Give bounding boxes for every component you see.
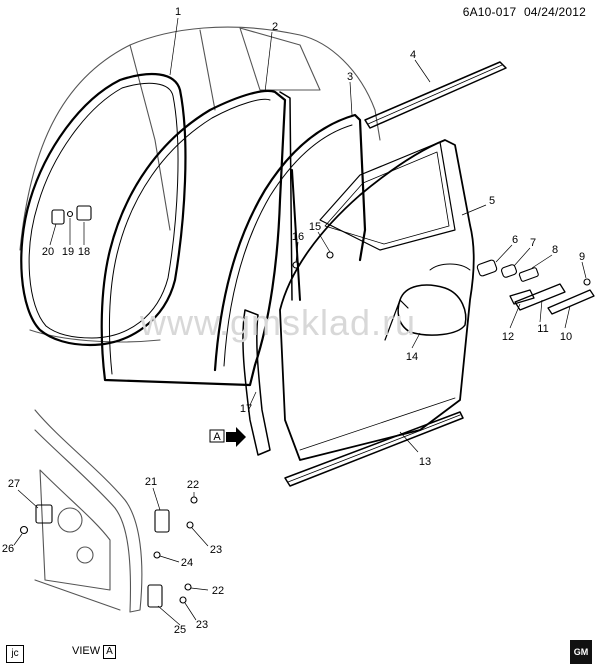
part-22-lower-bolt: [184, 583, 192, 591]
callout-21: 21: [145, 476, 157, 488]
part-9-screw: [583, 278, 591, 286]
gm-logo: GM: [570, 640, 592, 664]
footer-tag: jc: [6, 645, 24, 663]
view-label: VIEW: [72, 645, 101, 657]
view-ref-box: A: [103, 645, 116, 659]
callout-2: 2: [272, 21, 278, 33]
callout-25: 25: [174, 624, 186, 636]
callout-14: 14: [406, 351, 418, 363]
vehicle-body-outline: [19, 26, 381, 251]
callout-12: 12: [502, 331, 514, 343]
callout-9: 9: [579, 251, 585, 263]
callout-26: 26: [2, 543, 14, 555]
part-1-door-opening-seal: [20, 73, 187, 347]
part-15-fastener: [326, 251, 334, 259]
part-27-check-link: [35, 504, 53, 524]
callout-19: 19: [62, 246, 74, 258]
part-10-handle-trim: [547, 289, 595, 315]
part-24-fastener: [153, 551, 161, 559]
part-26-bolt: [19, 525, 29, 535]
part-12-handle-base: [509, 289, 535, 305]
part-19-bolt: [66, 210, 74, 218]
view-a-body-outline: [34, 409, 143, 613]
view-a-marker: A: [209, 427, 246, 447]
part-2-door-frame-seal: [100, 89, 287, 387]
callout-23b: 23: [196, 619, 208, 631]
callout-18: 18: [78, 246, 90, 258]
part-7-lock-cylinder: [501, 264, 517, 278]
part-6-handle-cap: [476, 259, 498, 277]
part-18-retainer: [76, 205, 92, 221]
callout-22a: 22: [187, 479, 199, 491]
part-20-striker: [51, 209, 65, 225]
callout-6: 6: [512, 234, 518, 246]
part-22-upper-bolt: [190, 496, 198, 504]
diagram-header: 6A10-017 04/24/2012: [459, 5, 586, 19]
callout-4: 4: [410, 49, 416, 61]
diagram-id: 6A10-017: [462, 5, 517, 19]
part-25-lower-hinge: [147, 584, 163, 608]
part-3-window-run: [213, 113, 367, 372]
part-23-lower-nut: [179, 596, 187, 604]
svg-text:A: A: [213, 431, 221, 443]
callout-27: 27: [8, 478, 20, 490]
callout-20: 20: [42, 246, 54, 258]
part-11-handle: [514, 283, 566, 311]
part-8-handle-bracket: [518, 267, 539, 282]
watermark: www.gmsklad.ru: [139, 302, 416, 343]
callout-17: 17: [240, 403, 252, 415]
callout-3: 3: [347, 71, 353, 83]
callout-16: 16: [292, 231, 304, 243]
diagram-date: 04/24/2012: [523, 5, 586, 19]
callout-8: 8: [552, 244, 558, 256]
callout-10: 10: [560, 331, 572, 343]
callout-15: 15: [309, 221, 321, 233]
callout-11: 11: [537, 323, 548, 335]
callout-24: 24: [181, 557, 193, 569]
part-21-upper-hinge: [154, 509, 170, 533]
part-13-rocker-molding: [284, 411, 464, 487]
callout-1: 1: [175, 6, 181, 18]
callout-5: 5: [489, 195, 495, 207]
callout-22b: 22: [212, 585, 224, 597]
part-17-door-edge-seal: [242, 309, 271, 456]
callout-23a: 23: [210, 544, 222, 556]
part-5-door-shell: [279, 139, 475, 461]
callout-7: 7: [530, 237, 536, 249]
part-23-upper-nut: [186, 521, 194, 529]
part-14-outside-mirror: [397, 284, 467, 336]
part-4-belt-molding: [364, 61, 507, 129]
callout-13: 13: [419, 456, 431, 468]
